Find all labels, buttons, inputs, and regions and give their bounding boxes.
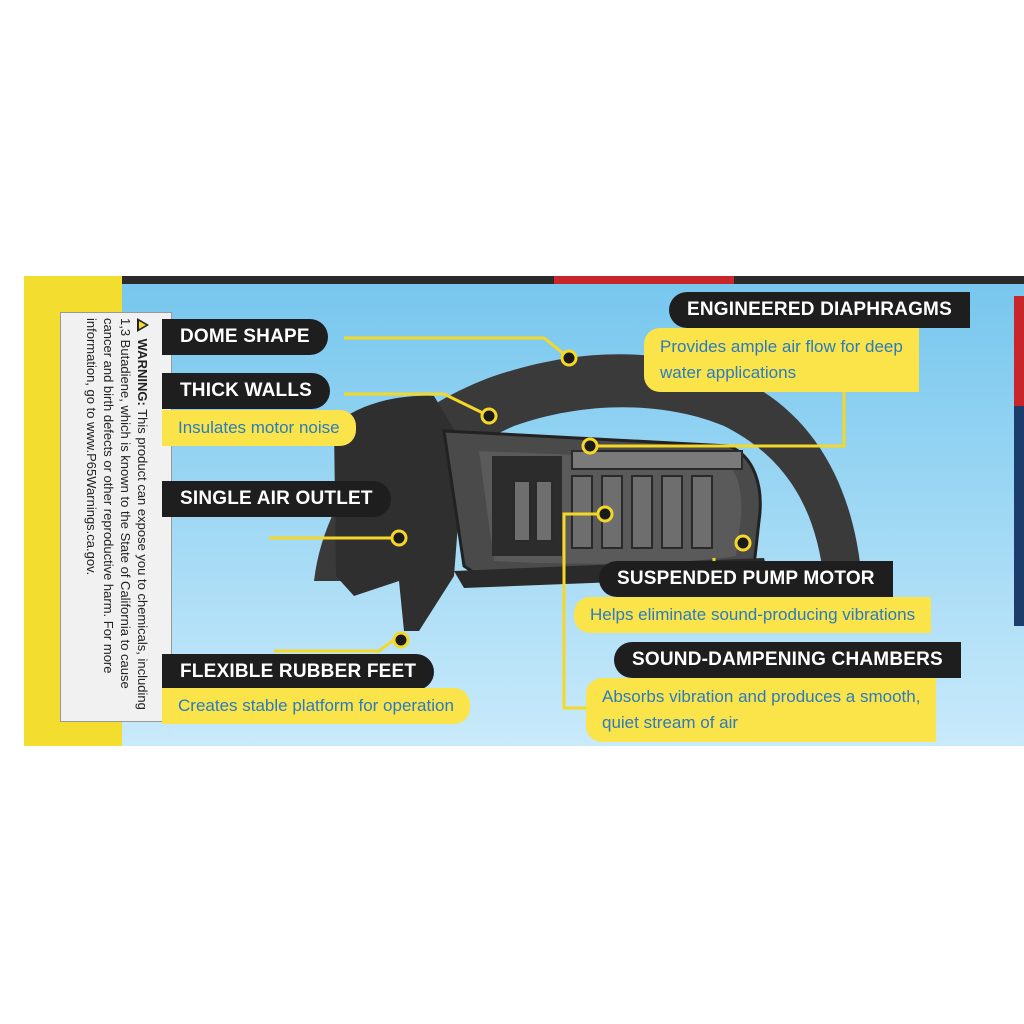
label-flexible-rubber-feet: FLEXIBLE RUBBER FEET (162, 654, 435, 690)
desc-flexible-rubber-feet: Creates stable platform for operation (162, 688, 470, 724)
desc-suspended-pump-motor: Helps eliminate sound-producing vibratio… (574, 597, 932, 633)
desc-engineered-diaphragms-line1: Provides ample air flow for deep (660, 337, 903, 356)
label-thick-walls: THICK WALLS (162, 373, 331, 409)
label-dome-shape: DOME SHAPE (162, 319, 328, 355)
callout-dots (390, 349, 752, 649)
air-pump-illustration (269, 336, 862, 710)
desc-engineered-diaphragms: Provides ample air flow for deep water a… (644, 328, 919, 392)
label-single-air-outlet: SINGLE AIR OUTLET (162, 481, 391, 517)
dome-shell (314, 354, 862, 581)
left-leg (334, 395, 464, 631)
desc-thick-walls: Insulates motor noise (162, 410, 356, 446)
label-sound-dampening-chambers: SOUND-DAMPENING CHAMBERS (614, 642, 961, 678)
desc-sound-dampening-chambers: Absorbs vibration and produces a smooth,… (586, 678, 937, 742)
label-suspended-pump-motor: SUSPENDED PUMP MOTOR (599, 561, 893, 597)
diaphragm-plate (571, 450, 743, 470)
prop65-warning-panel: WARNING: This product can expose you to … (60, 312, 172, 722)
desc-sound-dampening-line1: Absorbs vibration and produces a smooth, (602, 687, 921, 706)
desc-engineered-diaphragms-line2: water applications (660, 363, 797, 382)
product-box-panel: WARNING: This product can expose you to … (24, 276, 1024, 746)
box-right-edge-red (1014, 296, 1024, 406)
box-right-edge-blue (1014, 406, 1024, 626)
chamber-fins (513, 475, 713, 549)
box-top-edge (24, 276, 1024, 284)
leader-lines (269, 336, 846, 710)
desc-sound-dampening-line2: quiet stream of air (602, 713, 739, 732)
label-engineered-diaphragms: ENGINEERED DIAPHRAGMS (669, 292, 970, 328)
